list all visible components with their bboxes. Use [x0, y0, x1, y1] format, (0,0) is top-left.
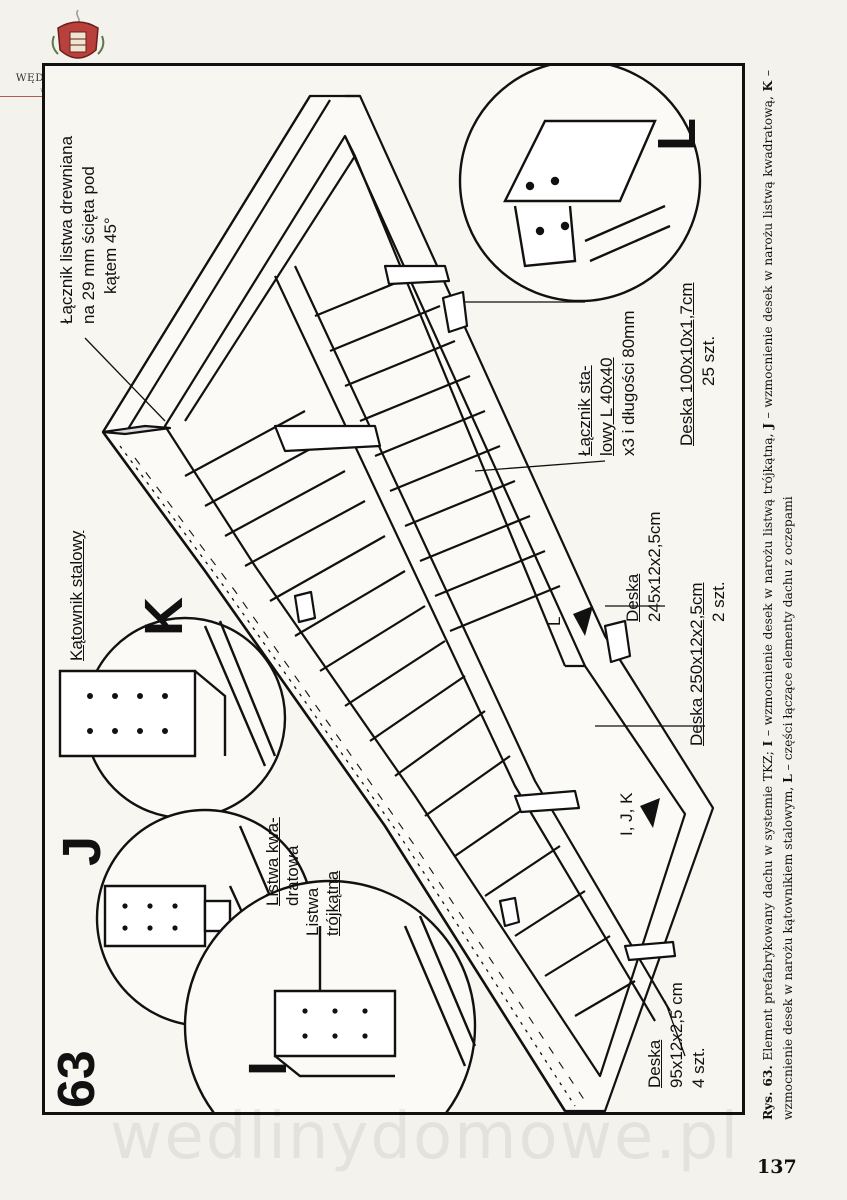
- caption-i-text: – wzmocnienie desek w narożu listwą trój…: [761, 428, 775, 741]
- caption-key-l: L: [780, 774, 795, 783]
- detail-l: [458, 66, 702, 303]
- crest-icon: [51, 9, 105, 59]
- label-deska-250-2: 2 szt.: [709, 581, 728, 622]
- caption-key-i: I: [760, 740, 775, 747]
- roof-element-drawing: [58, 66, 715, 1112]
- label-listwa-kwadratowa-2: dratowa: [283, 845, 302, 906]
- label-deska-245-1: Deska: [623, 573, 642, 622]
- label-deska-95-3: 4 szt.: [689, 1047, 708, 1088]
- caption-lead: Rys. 63.: [760, 1065, 775, 1120]
- detail-i: [183, 879, 477, 1112]
- detail-k: [58, 616, 287, 820]
- label-katownik: Kątownik stalowy: [67, 530, 86, 661]
- label-deska-100-1: Deska 100x10x1,7cm: [677, 282, 696, 446]
- caption-key-j: J: [760, 422, 775, 429]
- label-listwa-trojkatna-2: trójkątna: [323, 870, 342, 936]
- caption-text: Element prefabrykowany dachu w systemie …: [761, 746, 775, 1066]
- label-lacznik-stalowy-1: Łącznik sta-: [575, 365, 594, 456]
- label-deska-250-1: Deska 250x12x2,5cm: [687, 582, 706, 746]
- label-lacznik-drewniany-3: kątem 45°: [101, 217, 120, 294]
- label-lacznik-stalowy-3: x3 i długości 80mm: [619, 310, 638, 456]
- figure-number: 63: [48, 1050, 106, 1108]
- label-lacznik-drewniany-2: na 29 mm ścięta pod: [79, 166, 98, 324]
- label-deska-95-2: 95x12x2,5 cm: [667, 982, 686, 1088]
- label-lacznik-drewniany-1: Łącznik listwa drewniana: [57, 135, 76, 324]
- caption-key-k: K: [760, 80, 775, 92]
- label-listwa-trojkatna-1: Listwa: [303, 887, 322, 936]
- caption-l-text: – części łączące elementy dachu z oczepa…: [781, 496, 795, 775]
- label-lacznik-stalowy-2: lowy L 40x40: [597, 357, 616, 456]
- figure-caption: Rys. 63. Element prefabrykowany dachu w …: [758, 70, 798, 1120]
- label-deska-100-2: 25 szt.: [699, 335, 718, 386]
- page-number: 137: [757, 1156, 797, 1178]
- label-deska-245-2: 245x12x2,5cm: [645, 511, 664, 622]
- figure-63: 63 I J K L Kątownik stalowy Listwa kwa- …: [42, 63, 745, 1115]
- detail-letter-j: J: [52, 835, 112, 866]
- detail-letter-l: L: [647, 118, 707, 151]
- caption-j-text: – wzmocnienie desek w narożu listwą kwad…: [761, 91, 775, 423]
- marker-l: L: [545, 616, 564, 626]
- label-listwa-kwadratowa-1: Listwa kwa-: [263, 817, 282, 906]
- detail-letter-k: K: [134, 597, 194, 636]
- marker-ijk: I, J, K: [617, 792, 636, 836]
- detail-letter-i: I: [238, 1060, 298, 1076]
- watermark: wedlinydomowe.pl: [110, 1100, 741, 1174]
- label-deska-95-1: Deska: [645, 1039, 664, 1088]
